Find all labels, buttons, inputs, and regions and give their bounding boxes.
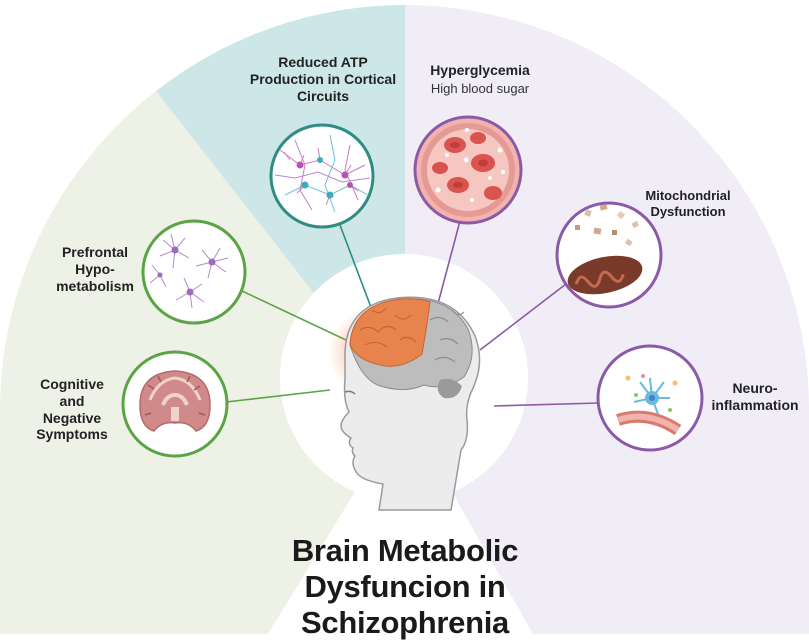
label-hyperglycemia: Hyperglycemia High blood sugar	[410, 62, 550, 96]
sector-green-bottom	[0, 410, 405, 634]
neuron-network-icon	[269, 123, 375, 229]
human-head-brain-icon	[328, 296, 481, 511]
label-reduced-atp-line1: Reduced ATP	[278, 54, 368, 70]
label-mitochondrial: Mitochondrial Dysfunction	[633, 188, 743, 219]
label-cognitive-line4: Symptoms	[36, 426, 108, 443]
label-mitochondrial-line2: Dysfunction	[650, 203, 726, 219]
label-neuroinflammation-line2: inflammation	[711, 396, 799, 413]
connector-prefrontal	[239, 289, 347, 341]
connector-cognitive	[225, 389, 331, 403]
diagram-title: Brain Metabolic Dysfuncion in Schizophre…	[240, 533, 570, 641]
brain-slice-icon	[121, 350, 229, 458]
red-blood-cells-icon	[413, 115, 523, 225]
label-prefrontal-line1: Prefrontal	[61, 244, 129, 260]
mitochondrion-icon	[555, 201, 663, 309]
label-neuroinflammation-line1: Neuro-	[732, 380, 778, 396]
label-prefrontal-line2: Hypo-	[75, 260, 115, 277]
immune-cell-icon	[596, 344, 704, 452]
label-cognitive-line2: and	[59, 392, 85, 409]
astrocyte-icon	[141, 219, 247, 325]
label-neuroinflammation: Neuro- inflammation	[710, 380, 800, 414]
connector-mitochondrial	[479, 283, 567, 351]
diagram-title-line2: Dysfuncion in	[304, 569, 506, 604]
label-mitochondrial-line1: Mitochondrial	[645, 188, 731, 203]
label-hyperglycemia-subtext: High blood sugar	[430, 80, 530, 96]
title-wedge	[290, 410, 520, 634]
label-prefrontal-line3: metabolism	[56, 277, 134, 294]
connector-neuroinflammation	[493, 402, 600, 407]
diagram-title-line3: Schizophrenia	[301, 605, 509, 640]
label-cognitive-line1: Cognitive	[40, 376, 104, 392]
label-hyperglycemia-heading: Hyperglycemia	[430, 62, 530, 78]
label-reduced-atp-line3: Circuits	[296, 87, 350, 104]
label-prefrontal: Prefrontal Hypo- metabolism	[50, 244, 140, 294]
label-reduced-atp: Reduced ATP Production in Cortical Circu…	[233, 54, 413, 104]
diagram-title-line1: Brain Metabolic	[291, 533, 519, 568]
label-cognitive-line3: Negative	[42, 409, 102, 426]
label-cognitive: Cognitive and Negative Symptoms	[22, 376, 122, 443]
label-reduced-atp-line2: Production in Cortical	[249, 70, 397, 87]
